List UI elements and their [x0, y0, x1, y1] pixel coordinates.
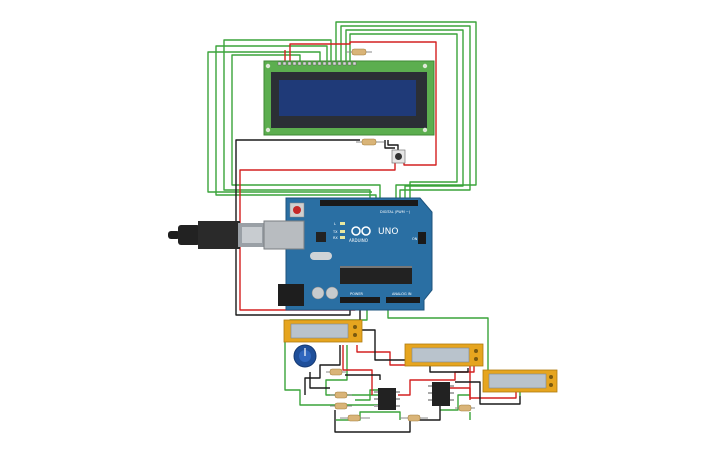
- wire-lcd-green-3[interactable]: [207, 51, 372, 193]
- capacitor: [311, 286, 325, 300]
- crystal: [310, 252, 332, 260]
- lcd-mount-hole: [265, 63, 271, 69]
- arduino-logo-icon: [351, 226, 371, 236]
- wire-black-lower-2[interactable]: [304, 345, 341, 395]
- lcd-mount-hole: [422, 63, 428, 69]
- analog-header: [386, 297, 420, 303]
- wire-black-lower-3[interactable]: [309, 372, 330, 389]
- push-button[interactable]: [391, 149, 406, 164]
- sensor-module-2[interactable]: [404, 343, 484, 367]
- potentiometer[interactable]: [293, 344, 317, 368]
- sensor-module-1[interactable]: [283, 319, 363, 343]
- digital-label: DIGITAL (PWM ~): [380, 210, 411, 214]
- resistor-lower[interactable]: [326, 368, 346, 376]
- wire-black-lower-4[interactable]: [334, 405, 441, 433]
- wire-lcd-green-6[interactable]: [345, 29, 464, 200]
- atmega-chip: [340, 268, 412, 284]
- resistor-lower[interactable]: [330, 402, 352, 410]
- resistor-lower[interactable]: [400, 414, 428, 422]
- resistor-lower[interactable]: [455, 404, 475, 412]
- wire-lcd-green-4[interactable]: [335, 21, 477, 200]
- resistor-lower[interactable]: [330, 391, 352, 399]
- capacitor: [325, 286, 339, 300]
- wire-red-sensor-1[interactable]: [356, 345, 471, 400]
- l-label: L: [334, 222, 336, 226]
- power-label: POWER: [350, 292, 364, 296]
- wire-lcd-green-7[interactable]: [349, 33, 458, 200]
- wire-black-button[interactable]: [387, 140, 399, 150]
- arduino-uno[interactable]: UNO ARDUINO DIGITAL (PWM ~) ANALOG IN PO…: [263, 197, 433, 311]
- chip-socket-pins: [340, 266, 412, 268]
- resistor-top[interactable]: [346, 48, 372, 56]
- lcd-screen: [279, 80, 416, 116]
- board-name: UNO: [378, 227, 398, 237]
- wire-green-sensor-d[interactable]: [336, 411, 401, 421]
- wire-lcd-green-8[interactable]: [231, 54, 381, 200]
- sensor-module-3[interactable]: [482, 369, 558, 393]
- status-leds: [340, 222, 345, 239]
- power-header: [340, 297, 380, 303]
- wire-black-lower-6[interactable]: [345, 374, 381, 380]
- analog-label: ANALOG IN: [392, 292, 412, 296]
- ic-chip-1[interactable]: [374, 388, 400, 410]
- wire-green-sensor-c[interactable]: [440, 394, 471, 420]
- wire-red-lower[interactable]: [342, 345, 373, 395]
- board-brand: ARDUINO: [349, 238, 368, 243]
- tx-label: TX: [332, 230, 338, 234]
- icsp-header: [418, 232, 426, 244]
- power-jack: [278, 284, 304, 306]
- wire-red-lcd-top[interactable]: [289, 41, 437, 166]
- wire-black-gnd-2[interactable]: [384, 140, 395, 149]
- wire-red-sensor-2[interactable]: [398, 366, 475, 396]
- lcd-header-pins: [277, 61, 357, 66]
- digital-header: [320, 200, 418, 206]
- small-chip: [316, 232, 326, 242]
- wire-red-sensor-3[interactable]: [440, 387, 517, 399]
- resistor-lower[interactable]: [340, 414, 370, 422]
- lcd-mount-hole: [422, 127, 428, 133]
- wire-black-lower-1[interactable]: [359, 300, 469, 373]
- wire-black-lower-5[interactable]: [455, 381, 521, 405]
- wire-lcd-green-5[interactable]: [340, 25, 471, 200]
- lcd-mount-hole: [265, 127, 271, 133]
- usb-cable[interactable]: [168, 221, 266, 249]
- usb-port: [263, 220, 305, 250]
- wire-lcd-green-2[interactable]: [215, 45, 377, 200]
- ic-chip-2[interactable]: [428, 382, 454, 406]
- lcd-display[interactable]: [263, 60, 435, 136]
- on-label: ON: [412, 237, 418, 241]
- resistor-lcd-bottom[interactable]: [356, 138, 384, 146]
- rx-label: RX: [333, 236, 338, 240]
